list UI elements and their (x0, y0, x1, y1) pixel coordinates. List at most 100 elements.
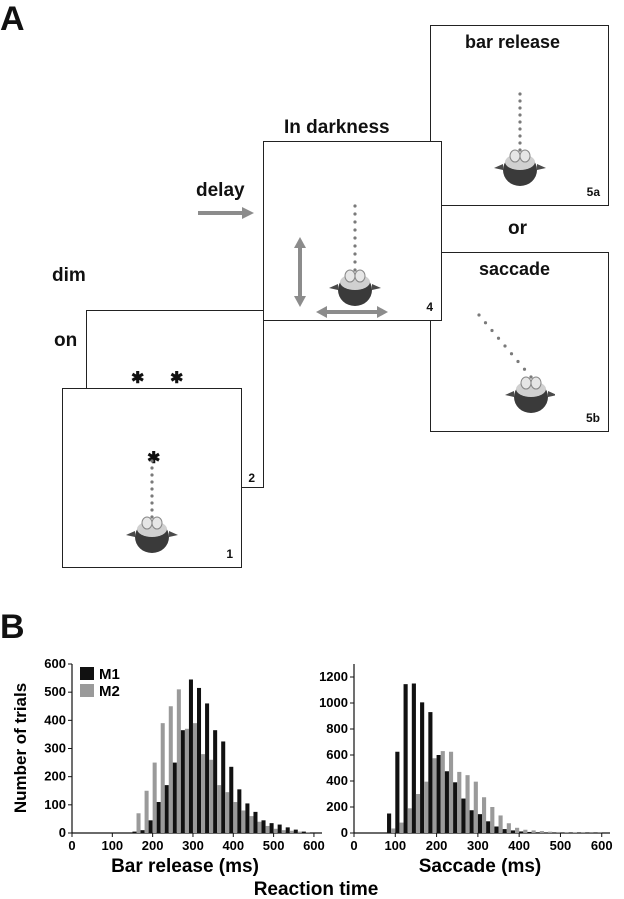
bar-m1 (395, 751, 400, 833)
gaze-dot (150, 487, 154, 491)
x-tick-label: 0 (350, 838, 357, 853)
x-tick-label: 400 (222, 838, 244, 853)
bar-m1 (461, 798, 466, 833)
gaze-dot (516, 359, 520, 364)
gaze-dot (150, 508, 154, 512)
gaze-dot (477, 313, 481, 317)
ear-left (329, 284, 338, 290)
bar-m2 (391, 828, 396, 833)
gaze-dot (150, 466, 154, 470)
label-delay: delay (196, 180, 245, 201)
x-tick-label: 0 (68, 838, 75, 853)
frame-number-5b: 5b (585, 411, 600, 425)
bar-m2 (241, 810, 246, 833)
bar-m2 (515, 827, 520, 833)
head-with-gaze-icon (329, 204, 381, 306)
bar-m2 (305, 832, 310, 833)
bar-m2 (257, 821, 262, 833)
y-tick-label: 100 (44, 797, 66, 812)
ear-left (494, 164, 503, 170)
bar-m2 (233, 802, 238, 833)
gaze-dot (353, 228, 357, 232)
bar-m2 (548, 831, 553, 833)
bar-m2 (448, 751, 454, 833)
bar-m1 (269, 823, 274, 833)
bar-m1 (453, 782, 458, 833)
gaze-dot (518, 92, 522, 96)
bar-m2 (160, 723, 165, 833)
fixation-cross: + (158, 292, 167, 308)
label-or: or (508, 218, 527, 239)
bar-m1 (387, 813, 392, 833)
x-tick-label: 300 (467, 838, 489, 853)
frame-number-3: 3 (274, 389, 281, 403)
bar-m1 (444, 771, 449, 833)
bar-m2 (531, 830, 536, 833)
eye-right (530, 376, 542, 390)
gaze-dot (518, 106, 522, 110)
bar-m2 (415, 794, 421, 833)
legend-swatch-m2 (80, 684, 94, 697)
bar-m2 (192, 723, 197, 833)
gaze-dot (490, 328, 494, 333)
bar-m1 (510, 830, 516, 833)
label-on: on (54, 330, 78, 351)
bar-m2 (152, 762, 157, 833)
ear-right (548, 391, 555, 397)
bar-m2 (225, 792, 230, 833)
head-with-gaze-icon (494, 92, 546, 186)
bar-m1 (213, 730, 218, 833)
y-tick-label: 1200 (319, 669, 348, 684)
bar-m1 (148, 820, 153, 833)
bar-m1 (285, 827, 290, 833)
x-tick-label: 600 (303, 838, 325, 853)
y-tick-label: 300 (44, 741, 66, 756)
eye-left (141, 516, 153, 530)
bar-m2 (465, 775, 470, 833)
target-star: ✱ (147, 450, 161, 467)
x-tick-label: 200 (142, 838, 164, 853)
x-tick-label: 600 (591, 838, 613, 853)
bar-m2 (201, 754, 206, 833)
y-tick-label: 0 (341, 825, 348, 840)
ear-right (169, 531, 178, 537)
bar-m2 (297, 831, 302, 833)
bar-m2 (564, 832, 569, 833)
bar-m1 (197, 687, 202, 833)
gaze-dot (353, 220, 357, 224)
head-with-gaze-icon (126, 459, 178, 553)
y-tick-label: 400 (44, 712, 66, 727)
bar-m2 (424, 781, 429, 833)
bar-m2 (399, 822, 404, 833)
gaze-dot (353, 268, 357, 272)
frame-1: ✱ 1 (62, 388, 242, 568)
x-axis-label: Saccade (ms) (419, 856, 542, 877)
bar-m1 (411, 683, 416, 833)
bar-m2 (209, 759, 214, 833)
bar-m1 (301, 831, 306, 833)
gaze-dot (150, 515, 154, 519)
bar-m1 (156, 802, 161, 833)
frame-number-4: 4 (426, 300, 433, 314)
ear-left (126, 531, 135, 537)
ear-left (505, 391, 514, 397)
bar-m1 (494, 826, 499, 833)
label-saccade: saccade (479, 259, 551, 279)
gaze-dot (353, 204, 357, 208)
legend-label-m1: M1 (99, 666, 120, 683)
label-dim: dim (52, 265, 86, 286)
bar-m2 (457, 771, 462, 833)
gaze-dot (518, 99, 522, 103)
legend-swatch-m1 (80, 667, 94, 680)
gaze-dot (522, 367, 527, 371)
bar-m2 (273, 828, 278, 833)
y-axis-label: Number of trials (11, 683, 30, 813)
y-tick-label: 0 (59, 825, 66, 840)
panel-b-letter: B (0, 608, 25, 646)
horizontal-double-arrow-icon (316, 306, 388, 318)
bar-m1 (229, 766, 234, 833)
gaze-dot (496, 336, 501, 340)
bar-m2 (523, 829, 528, 833)
gaze-dot (150, 494, 154, 498)
gaze-dot (150, 473, 154, 477)
